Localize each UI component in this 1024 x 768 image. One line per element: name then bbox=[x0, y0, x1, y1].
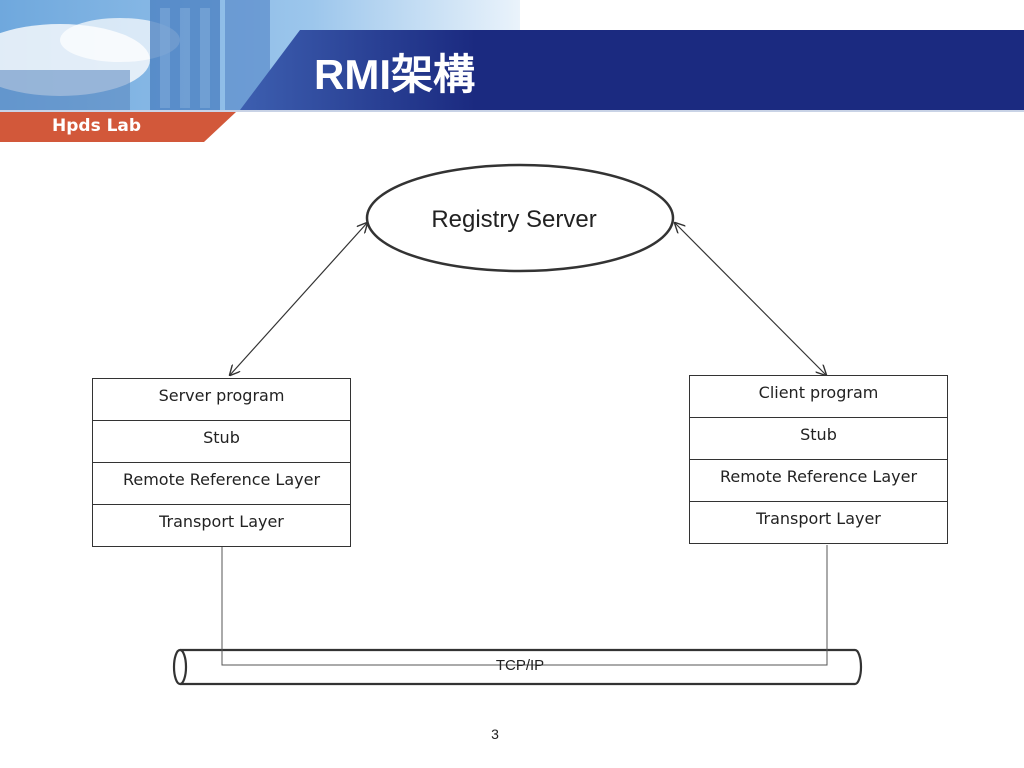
client-remote-reference-layer: Remote Reference Layer bbox=[690, 459, 947, 501]
lab-tab bbox=[0, 112, 236, 142]
client-stub-layer: Stub bbox=[690, 417, 947, 459]
tcpip-pipe-end bbox=[172, 648, 188, 686]
server-stub-layer: Stub bbox=[93, 420, 350, 462]
slide-title: RMI架構 bbox=[314, 51, 475, 98]
building-window-column bbox=[160, 8, 170, 108]
building-window-column bbox=[200, 8, 210, 108]
title-band bbox=[240, 30, 1024, 110]
building-window-column bbox=[180, 8, 190, 108]
tcpip-label: TCP/IP bbox=[495, 657, 545, 674]
tcpip-pipe bbox=[180, 648, 863, 686]
server-stack: Server program Stub Remote Reference Lay… bbox=[92, 378, 351, 547]
header-banner bbox=[0, 0, 1024, 142]
client-transport-layer: Transport Layer bbox=[690, 501, 947, 543]
lab-name: Hpds Lab bbox=[52, 116, 142, 136]
client-registry-arrow bbox=[675, 223, 826, 375]
server-transport-layer: Transport Layer bbox=[93, 504, 350, 546]
server-registry-arrow bbox=[230, 223, 367, 375]
server-remote-reference-layer: Remote Reference Layer bbox=[93, 462, 350, 504]
client-program-layer: Client program bbox=[758, 383, 879, 402]
server-program-layer: Server program bbox=[158, 386, 285, 405]
header-divider bbox=[0, 110, 1024, 112]
client-stack: Client program Stub Remote Reference Lay… bbox=[689, 375, 948, 544]
transport-connection-line bbox=[221, 545, 828, 666]
registry-server-label: Registry Server bbox=[431, 206, 597, 233]
page-number: 3 bbox=[491, 726, 499, 742]
building-shape bbox=[0, 70, 130, 112]
registry-server-ellipse bbox=[365, 163, 675, 273]
